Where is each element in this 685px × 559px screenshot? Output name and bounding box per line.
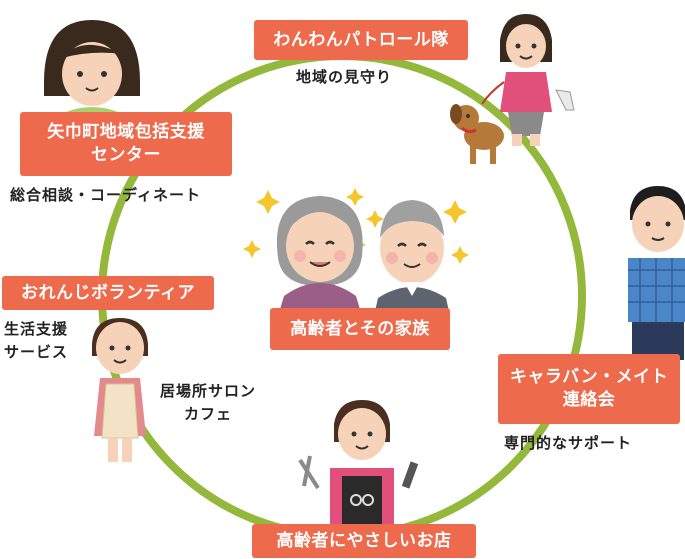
note-caravan: 専門的なサポート: [504, 432, 632, 455]
note-caravan-text: 専門的なサポート: [504, 434, 633, 452]
note-center-text: 総合相談・コーディネート: [10, 186, 201, 204]
label-caravan-line2: 連絡会: [562, 390, 616, 410]
label-patrol-text: わんわんパトロール隊: [273, 29, 449, 50]
note-center: 総合相談・コーディネート: [10, 184, 201, 207]
label-patrol: わんわんパトロール隊: [254, 20, 468, 60]
label-orange-text: おれんじボランティア: [21, 282, 195, 303]
staff-woman-icon: [44, 20, 140, 118]
elderly-man-icon: [374, 200, 450, 316]
note-salon-line2: カフェ: [184, 405, 233, 424]
label-caravan: キャラバン・メイト 連絡会: [498, 354, 680, 424]
label-shop-text: 高齢者にやさしいお店: [276, 530, 452, 551]
note-patrol-text: 地域の見守り: [296, 68, 393, 86]
young-man-icon: [628, 186, 685, 360]
label-family-text: 高齢者とその家族: [290, 318, 430, 339]
hairdresser-icon: [298, 400, 419, 528]
note-orange-line2: サービス: [4, 343, 69, 362]
note-patrol: 地域の見守り: [296, 66, 392, 89]
label-center: 矢巾町地域包括支援 センター: [20, 112, 232, 176]
label-orange: おれんじボランティア: [2, 276, 214, 310]
label-caravan-line1: キャラバン・メイト: [509, 367, 669, 388]
dog-walker-icon: [450, 14, 575, 164]
label-shop: 高齢者にやさしいお店: [252, 524, 476, 558]
note-orange-line1: 生活支援: [4, 320, 69, 338]
label-center-line2: センター: [91, 145, 161, 165]
note-salon-line1: 居場所サロン: [160, 382, 257, 400]
label-family: 高齢者とその家族: [270, 308, 450, 350]
volunteer-woman-icon: [92, 318, 148, 462]
note-orange-support: 生活支援 サービス: [4, 318, 68, 365]
elderly-woman-icon: [276, 196, 363, 316]
note-orange-salon: 居場所サロン カフェ: [160, 380, 256, 427]
label-center-line1: 矢巾町地域包括支援: [47, 122, 205, 143]
